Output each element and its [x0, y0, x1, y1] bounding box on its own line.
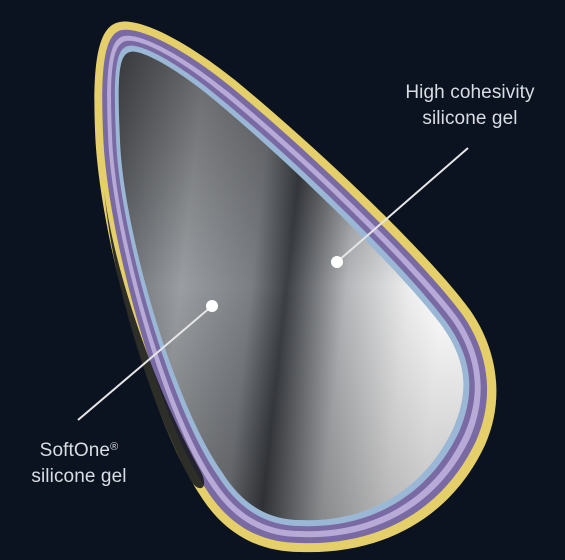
- high-cohesivity-line2: silicone gel: [390, 106, 550, 132]
- high-cohesivity-line1: High cohesivity: [390, 80, 550, 106]
- softone-marker: [206, 300, 218, 312]
- high-cohesivity-marker: [331, 256, 343, 268]
- softone-line2: silicone gel: [14, 464, 144, 490]
- softone-line1: SoftOne: [40, 440, 110, 461]
- registered-mark: ®: [110, 441, 118, 453]
- softone-label: SoftOne® silicone gel: [14, 434, 144, 490]
- high-cohesivity-label: High cohesivity silicone gel: [390, 80, 550, 132]
